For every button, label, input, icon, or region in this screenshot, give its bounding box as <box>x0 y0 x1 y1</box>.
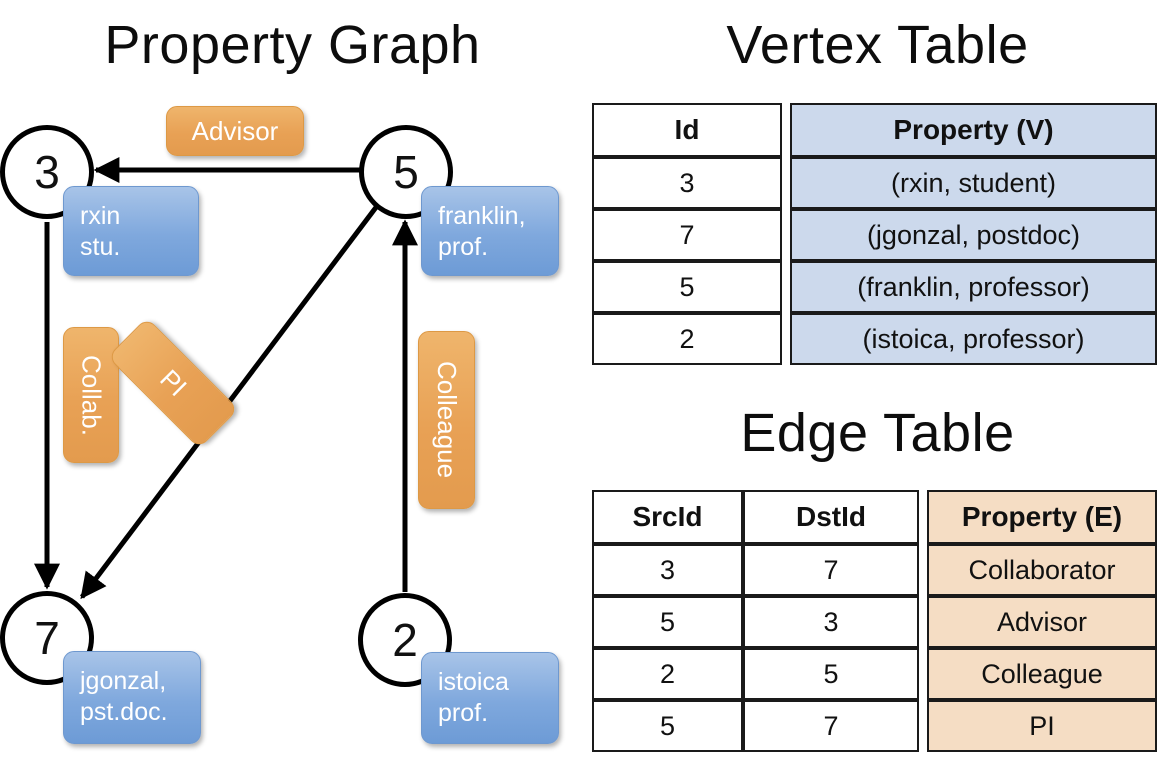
edge-cell-srcid: 5 <box>592 596 743 648</box>
edge-label-advisor: Advisor <box>166 106 304 156</box>
edge-header-dstid: DstId <box>743 490 919 544</box>
table-row: 5 (franklin, professor) <box>592 261 1157 313</box>
vertex-cell-property: (jgonzal, postdoc) <box>790 209 1157 261</box>
edge-cell-srcid: 3 <box>592 544 743 596</box>
column-gap <box>919 700 927 752</box>
vertex-cell-id: 2 <box>592 313 782 365</box>
column-gap <box>919 544 927 596</box>
edge-label-text: Advisor <box>191 115 279 146</box>
edge-table-title: Edge Table <box>740 403 1015 463</box>
node-property-line: rxin <box>80 202 121 230</box>
node-property-line: jgonzal, <box>80 667 167 695</box>
column-gap <box>919 490 927 544</box>
table-header-row: Id Property (V) <box>592 103 1157 157</box>
table-row: 5 7 PI <box>592 700 1157 752</box>
table-row: 7 (jgonzal, postdoc) <box>592 209 1157 261</box>
column-gap <box>782 157 790 209</box>
edge-cell-srcid: 2 <box>592 648 743 700</box>
table-header-row: SrcId DstId Property (E) <box>592 490 1157 544</box>
table-row: 5 3 Advisor <box>592 596 1157 648</box>
node-property-box-5: franklin, prof. <box>421 186 559 276</box>
edge-cell-dstid: 5 <box>743 648 919 700</box>
edge-label-collab: Collab. <box>63 327 119 463</box>
table-row: 2 5 Colleague <box>592 648 1157 700</box>
edge-label-colleague: Colleague <box>418 331 475 509</box>
edge-cell-property: PI <box>927 700 1157 752</box>
vertex-header-property: Property (V) <box>790 103 1157 157</box>
node-property-box-3: rxin stu. <box>63 186 199 276</box>
vertex-cell-id: 5 <box>592 261 782 313</box>
column-gap <box>919 648 927 700</box>
graph-node-5[interactable]: 5 <box>359 125 453 219</box>
vertex-cell-property: (rxin, student) <box>790 157 1157 209</box>
vertex-header-id: Id <box>592 103 782 157</box>
edge-header-srcid: SrcId <box>592 490 743 544</box>
edge-cell-dstid: 7 <box>743 700 919 752</box>
vertex-table: Id Property (V) 3 (rxin, student) 7 (jgo… <box>592 103 1157 365</box>
table-row: 3 7 Collaborator <box>592 544 1157 596</box>
graph-node-2[interactable]: 2 <box>358 593 452 687</box>
edge-header-property: Property (E) <box>927 490 1157 544</box>
vertex-cell-id: 3 <box>592 157 782 209</box>
edge-table: SrcId DstId Property (E) 3 7 Collaborato… <box>592 490 1157 752</box>
node-property-line: prof. <box>438 699 489 727</box>
vertex-cell-property: (franklin, professor) <box>790 261 1157 313</box>
table-row: 3 (rxin, student) <box>592 157 1157 209</box>
node-property-box-2: istoica prof. <box>421 652 559 744</box>
node-property-line: franklin, <box>438 202 526 230</box>
edge-cell-dstid: 3 <box>743 596 919 648</box>
node-property-box-7: jgonzal, pst.doc. <box>63 651 201 744</box>
column-gap <box>782 261 790 313</box>
edge-label-text: Collab. <box>76 354 107 436</box>
node-property-line: pst.doc. <box>80 698 168 726</box>
edge-label-text: PI <box>154 363 193 402</box>
table-row: 2 (istoica, professor) <box>592 313 1157 365</box>
edge-cell-property: Collaborator <box>927 544 1157 596</box>
column-gap <box>782 103 790 157</box>
edge-cell-property: Colleague <box>927 648 1157 700</box>
node-property-line: prof. <box>438 233 489 261</box>
edge-cell-srcid: 5 <box>592 700 743 752</box>
vertex-cell-property: (istoica, professor) <box>790 313 1157 365</box>
node-property-line: stu. <box>80 233 121 261</box>
property-graph-title: Property Graph <box>104 15 481 75</box>
edge-label-text: Colleague <box>432 361 462 479</box>
vertex-cell-id: 7 <box>592 209 782 261</box>
node-property-line: istoica <box>438 668 509 696</box>
edge-cell-property: Advisor <box>927 596 1157 648</box>
edge-cell-dstid: 7 <box>743 544 919 596</box>
vertex-table-title: Vertex Table <box>726 15 1029 75</box>
column-gap <box>782 209 790 261</box>
property-graph-diagram: 3 5 7 2 rxin stu. franklin, prof. jgonza… <box>0 106 559 744</box>
column-gap <box>782 313 790 365</box>
column-gap <box>919 596 927 648</box>
